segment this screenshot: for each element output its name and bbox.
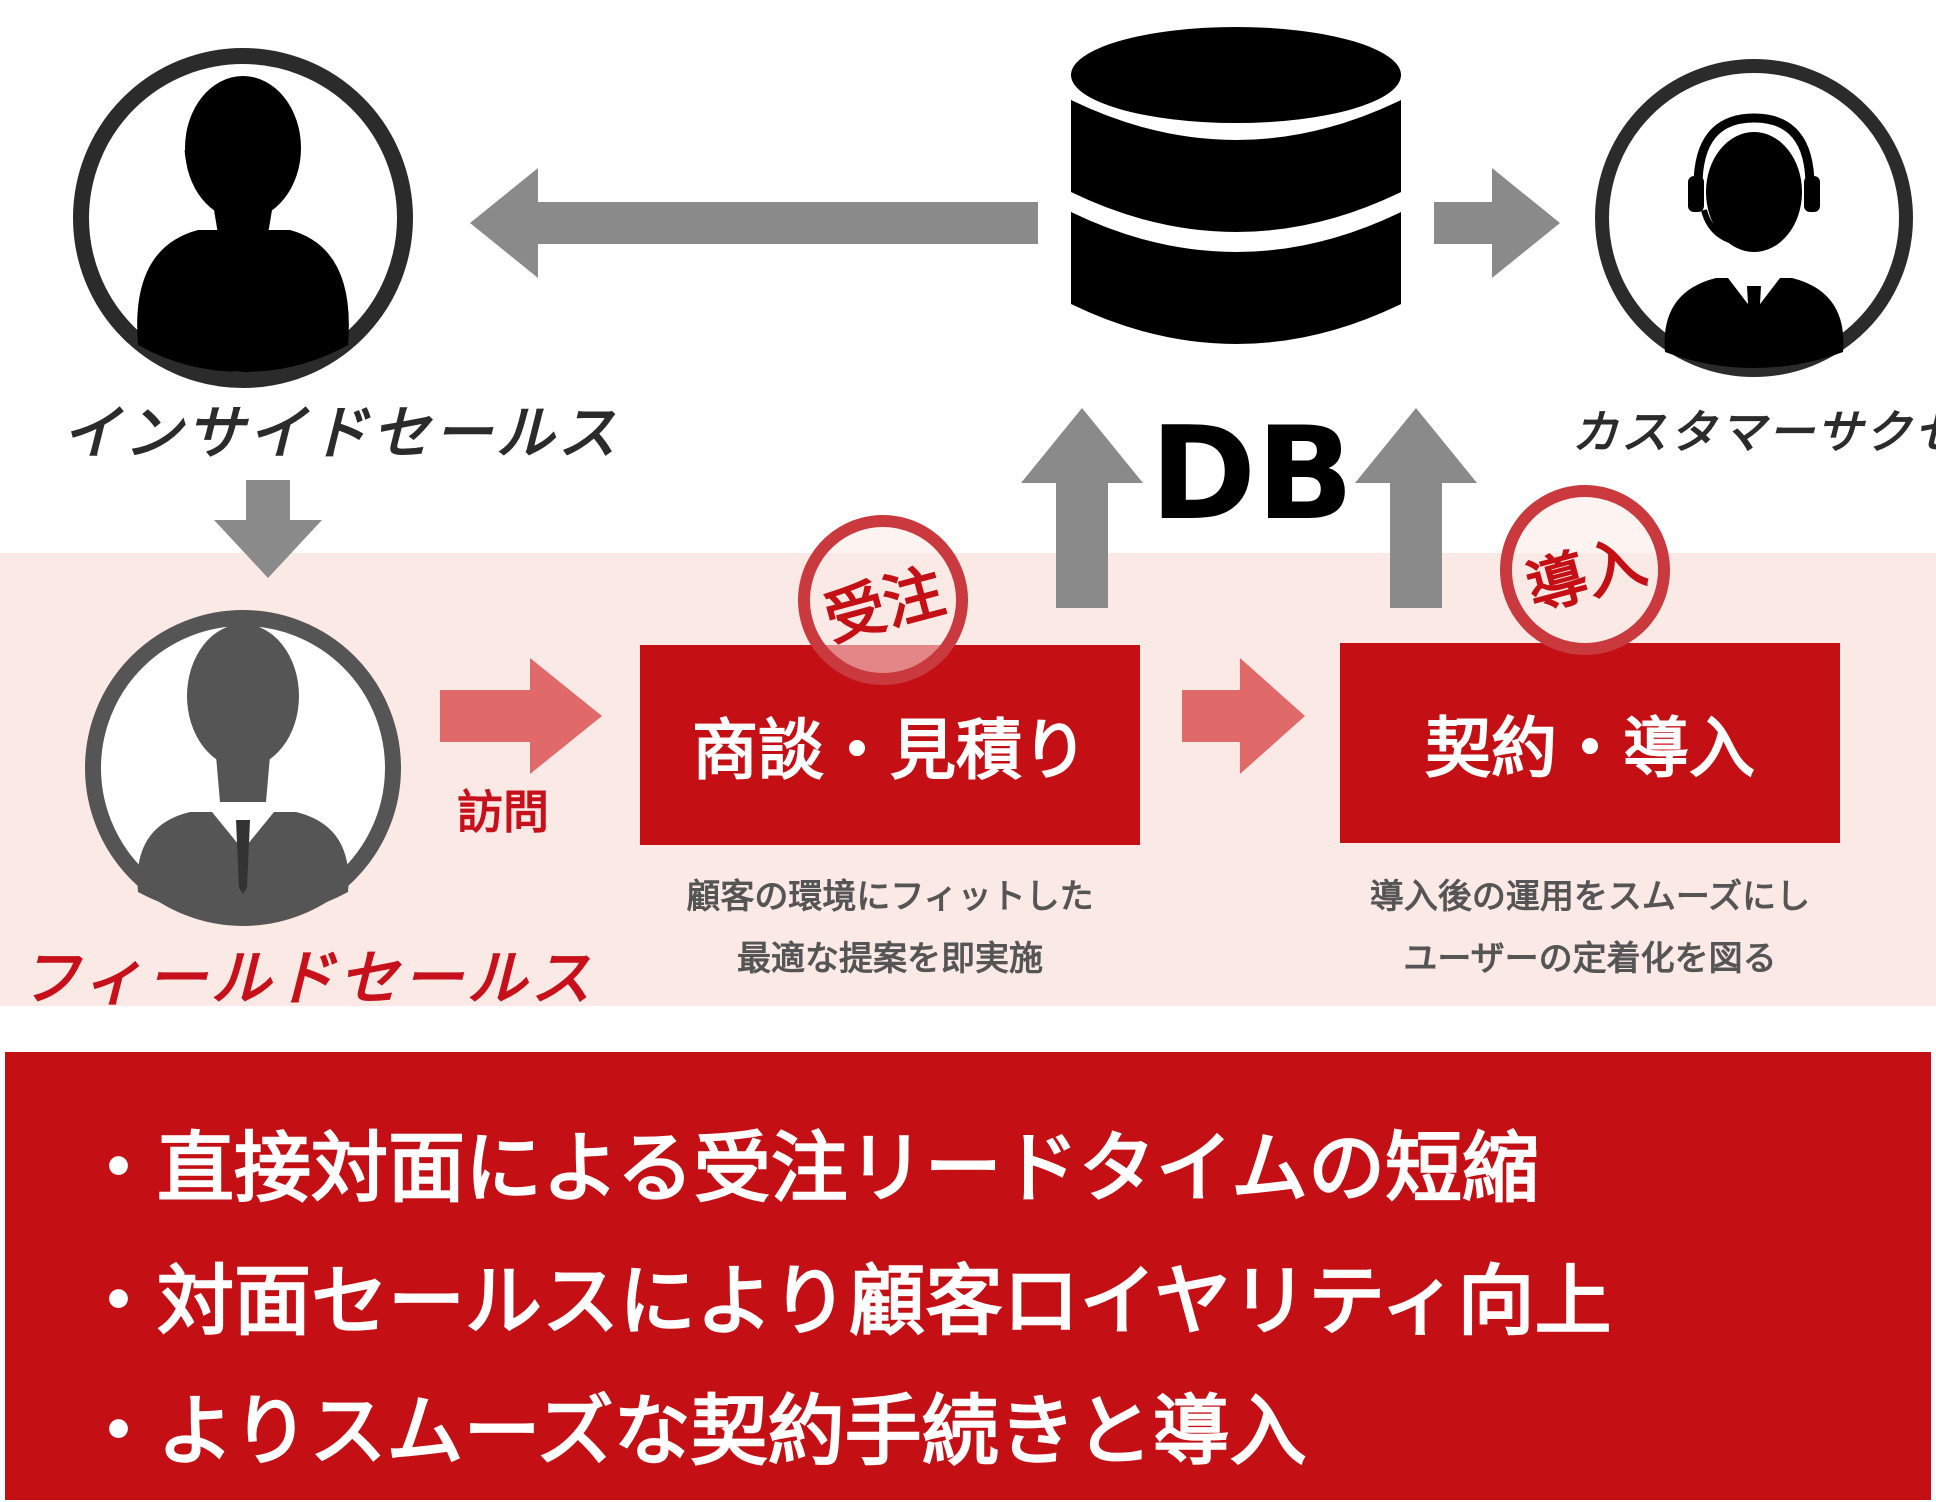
benefit-item: ・よりスムーズな契約手続きと導入 bbox=[80, 1388, 1307, 1477]
inside-sales-label: インサイドセールス bbox=[62, 399, 621, 467]
introduction-stamp-text: 導入 bbox=[1519, 525, 1654, 625]
customer-success-avatar bbox=[1595, 59, 1913, 377]
benefits-panel: ・直接対面による受注リードタイムの短縮 ・対面セールスにより顧客ロイヤリティ向上… bbox=[5, 1052, 1931, 1500]
stage-negotiation-description: 顧客の環境にフィットした 最適な提案を即実施 bbox=[620, 866, 1160, 990]
database-label: DB bbox=[1150, 400, 1354, 549]
description-line: 導入後の運用をスムーズにし bbox=[1369, 877, 1811, 917]
flow-diagram bbox=[73, 27, 1913, 926]
benefit-item: ・対面セールスにより顧客ロイヤリティ向上 bbox=[80, 1258, 1612, 1347]
description-line: ユーザーの定着化を図る bbox=[1403, 939, 1777, 979]
field-sales-label: フィールドセールス bbox=[20, 944, 595, 1014]
arrow-stage1-to-stage2 bbox=[1182, 658, 1305, 774]
arrow-stage1-to-db bbox=[1021, 408, 1143, 608]
visit-label: 訪問 bbox=[457, 785, 549, 839]
description-line: 顧客の環境にフィットした bbox=[686, 877, 1094, 917]
stage-contract-title: 契約・導入 bbox=[1425, 710, 1755, 787]
arrow-inside-to-field bbox=[214, 480, 322, 578]
field-sales-avatar bbox=[85, 610, 401, 926]
customer-success-label: カスタマーサクセス bbox=[1572, 405, 1936, 459]
inside-sales-avatar bbox=[73, 48, 413, 388]
arrow-visit bbox=[440, 658, 602, 774]
arrow-stage2-to-db bbox=[1355, 408, 1477, 608]
description-line: 最適な提案を即実施 bbox=[737, 939, 1043, 979]
benefit-item: ・直接対面による受注リードタイムの短縮 bbox=[80, 1125, 1540, 1214]
arrow-db-to-inside-sales bbox=[470, 168, 1038, 278]
database-icon bbox=[1071, 27, 1401, 344]
stage-contract-box: 契約・導入 bbox=[1340, 643, 1840, 843]
arrow-db-to-customer-success bbox=[1434, 168, 1560, 278]
order-stamp-text: 受注 bbox=[817, 555, 952, 655]
stage-contract-description: 導入後の運用をスムーズにし ユーザーの定着化を図る bbox=[1300, 866, 1880, 990]
person-headset-icon bbox=[137, 230, 349, 372]
stage-negotiation-title: 商談・見積り bbox=[692, 712, 1088, 789]
